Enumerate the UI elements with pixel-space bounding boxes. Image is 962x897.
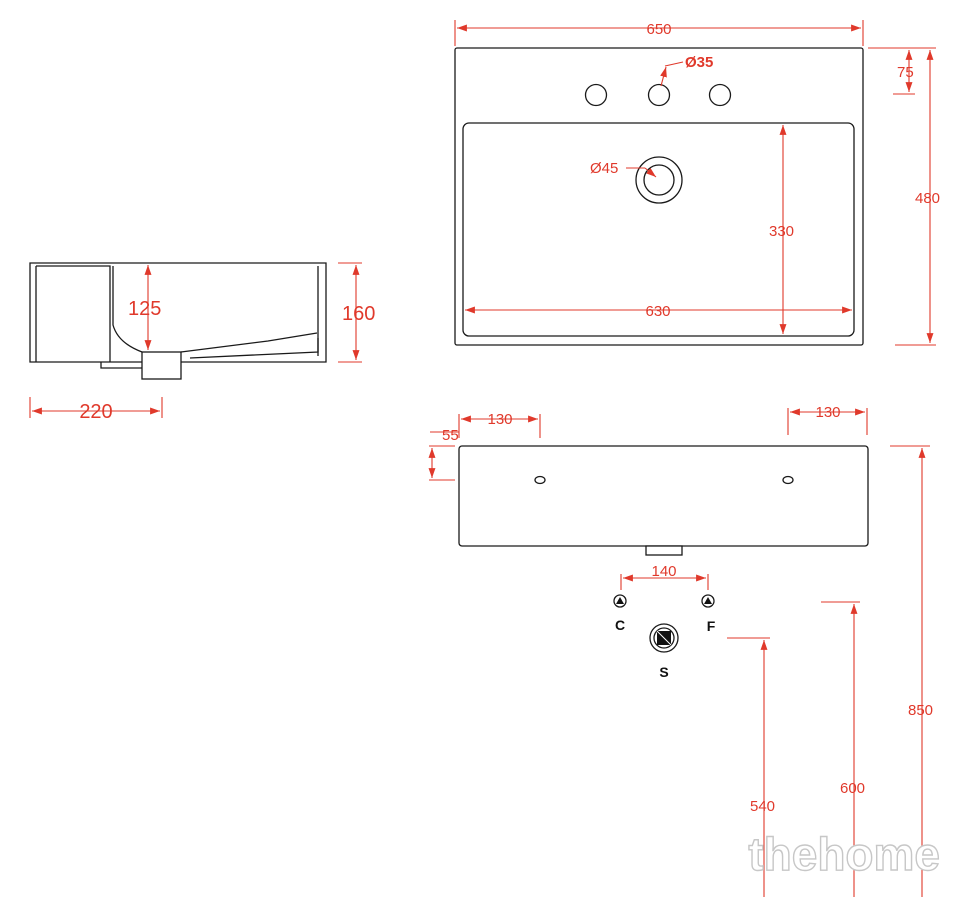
hot-supply-arrow-icon <box>704 597 712 604</box>
tap-hole-left <box>584 83 608 107</box>
cold-supply-icon <box>613 594 627 608</box>
side-bowl-curve <box>112 266 143 353</box>
bowl-outline <box>462 122 855 337</box>
watermark: thehome <box>748 828 940 880</box>
dim-supply-height: 600 <box>840 780 865 797</box>
basin-outline <box>454 47 864 346</box>
label-waste: S <box>659 664 668 680</box>
dim-top-width: 650 <box>646 21 671 38</box>
dim-mount-height: 850 <box>908 702 933 719</box>
front-body-outline <box>458 445 869 547</box>
label-cold: C <box>615 617 625 633</box>
dim-tap-offset: 75 <box>897 64 914 81</box>
dim-wall-hole-height: 55 <box>442 427 459 444</box>
dim-side-bowl-depth: 125 <box>128 298 161 320</box>
drain-inner <box>643 164 675 196</box>
dim-waste-height: 540 <box>750 798 775 815</box>
dim-bowl-depth: 330 <box>769 223 794 240</box>
waste-outlet-inner-icon <box>653 627 675 649</box>
side-body-outline <box>29 262 327 363</box>
hot-supply-icon <box>701 594 715 608</box>
front-drain-stub <box>645 545 683 556</box>
dim-wall-hole-left-offset: 130 <box>487 411 512 428</box>
side-overflow-edge <box>100 362 142 369</box>
side-back-wall <box>36 265 111 362</box>
dim-depth-total: 480 <box>915 190 940 207</box>
side-drain-stub <box>141 351 182 380</box>
dim-supply-spacing: 140 <box>651 563 676 580</box>
side-front-bottom <box>189 338 319 359</box>
cold-supply-arrow-icon <box>616 597 624 604</box>
dim-drain-diameter: Ø45 <box>590 160 618 177</box>
front-view: 130 130 55 140 C F S 850 <box>428 404 933 897</box>
side-bowl-floor <box>180 332 318 353</box>
side-view: 125 160 220 <box>29 262 375 423</box>
dim-tap-hole-diameter: Ø35 <box>685 54 713 71</box>
dim-side-height: 160 <box>342 303 375 325</box>
dim-side-width: 220 <box>79 401 112 423</box>
label-hot: F <box>707 618 716 634</box>
dim-bowl-width: 630 <box>645 303 670 320</box>
top-view: 650 Ø35 75 480 Ø45 330 630 <box>454 20 940 346</box>
wall-hole-right <box>782 475 794 485</box>
wall-hole-left <box>534 475 546 485</box>
tap-hole-center <box>647 83 671 107</box>
drain-outer <box>635 156 683 204</box>
dim-wall-hole-right-offset: 130 <box>815 404 840 421</box>
tap-hole-right <box>708 83 732 107</box>
waste-outlet-outer-icon <box>649 623 679 653</box>
